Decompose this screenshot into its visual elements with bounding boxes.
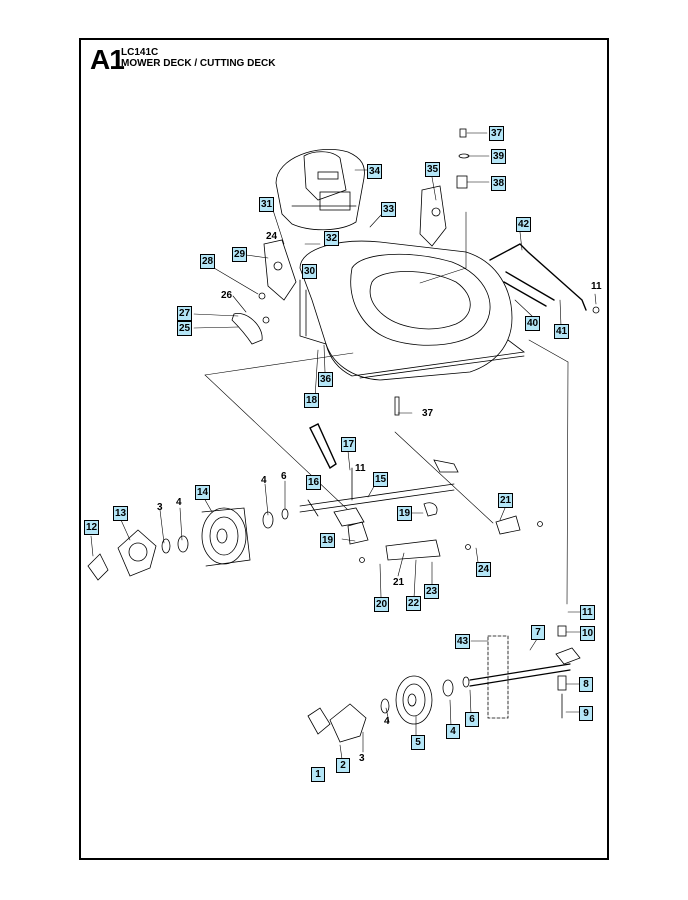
label-4-rear: 4: [384, 716, 390, 727]
callout-24: 24: [476, 562, 492, 577]
callout-2: 2: [336, 758, 350, 773]
label-26: 26: [221, 290, 233, 301]
callout-32: 32: [324, 231, 340, 246]
callout-38: 38: [491, 176, 507, 191]
label-6-front: 6: [281, 471, 287, 482]
section-title: MOWER DECK / CUTTING DECK: [121, 58, 276, 69]
callout-37-top: 37: [489, 126, 505, 141]
section-letter: A1: [90, 44, 125, 75]
label-3-front: 3: [157, 502, 163, 513]
callout-12: 12: [84, 520, 100, 535]
callout-34: 34: [367, 164, 383, 179]
callout-19-right: 19: [397, 506, 413, 521]
rear-wheel-assembly: [307, 625, 581, 743]
label-37-bottom: 37: [422, 408, 434, 419]
label-24-upper: 24: [266, 231, 278, 242]
callout-36: 36: [318, 372, 334, 387]
label-4-front-inner: 4: [176, 497, 182, 508]
front-wheel-assembly: [87, 507, 289, 581]
callout-15: 15: [373, 472, 389, 487]
callout-5: 5: [411, 735, 425, 750]
rear-cover-part: [275, 148, 365, 231]
callout-20: 20: [374, 597, 390, 612]
callout-7: 7: [531, 625, 545, 640]
assembly-lines: [204, 211, 569, 605]
callout-41: 41: [554, 324, 570, 339]
label-4-front: 4: [261, 475, 267, 486]
label-11-lever: 11: [355, 463, 366, 474]
side-brackets: [231, 185, 447, 345]
callout-28: 28: [200, 254, 216, 269]
label-21-lower: 21: [393, 577, 405, 588]
model-number: LC141C: [121, 47, 159, 58]
callout-19-left: 19: [320, 533, 336, 548]
callout-25: 25: [177, 321, 193, 336]
callout-8: 8: [579, 677, 593, 692]
handle-bar: [489, 243, 587, 311]
callout-16: 16: [306, 475, 322, 490]
leader-lines: [90, 132, 597, 760]
callout-40: 40: [525, 316, 541, 331]
callout-6: 6: [465, 712, 479, 727]
diagram-frame: [79, 38, 609, 860]
callout-21: 21: [498, 493, 514, 508]
callout-9: 9: [579, 706, 593, 721]
callout-14: 14: [195, 485, 211, 500]
callout-29: 29: [232, 247, 248, 262]
callout-33: 33: [381, 202, 397, 217]
callout-30: 30: [302, 264, 318, 279]
callout-42: 42: [516, 217, 532, 232]
label-11-handle: 11: [591, 281, 602, 292]
callout-31: 31: [259, 197, 275, 212]
mower-deck-part: [299, 240, 526, 381]
height-lever-assembly: [299, 423, 521, 561]
callout-13: 13: [113, 506, 129, 521]
callout-23: 23: [424, 584, 440, 599]
callout-17: 17: [341, 437, 357, 452]
callout-27: 27: [177, 306, 193, 321]
callout-18: 18: [304, 393, 320, 408]
label-3-rear: 3: [359, 753, 365, 764]
callout-1: 1: [311, 767, 325, 782]
callout-43: 43: [455, 634, 471, 649]
callout-22: 22: [406, 596, 422, 611]
callout-10: 10: [580, 626, 596, 641]
callout-39: 39: [491, 149, 507, 164]
callout-35: 35: [425, 162, 441, 177]
callout-4: 4: [446, 724, 460, 739]
fasteners: [258, 128, 600, 563]
callout-11-lower: 11: [580, 605, 595, 620]
